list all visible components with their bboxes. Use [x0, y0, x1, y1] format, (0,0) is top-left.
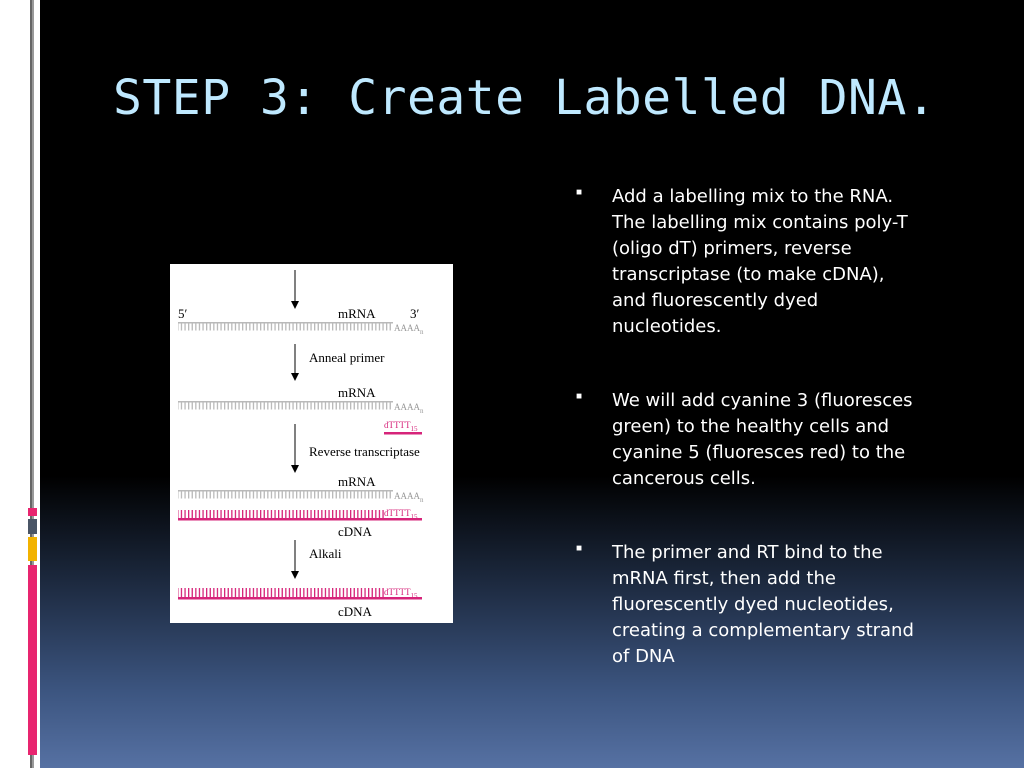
primer-strand — [384, 432, 422, 435]
five-prime-label: 5′ — [178, 306, 188, 321]
reverse-transcription-diagram: 5′ mRNA 3′ AAAAn Anneal primer mRNA AAAA… — [170, 264, 453, 623]
down-arrow-icon — [291, 344, 299, 381]
mrna-label: mRNA — [338, 474, 376, 489]
accent-bar-slate — [28, 519, 37, 534]
bullet-text: The primer and RT bind to the mRNA first… — [612, 542, 914, 667]
cdna-strand — [178, 588, 422, 600]
bullet-text: We will add cyanine 3 (fluoresces green)… — [612, 390, 913, 489]
oligo-dt-primer-label: dTTTT15 — [384, 420, 418, 433]
step-label-reverse-transcriptase: Reverse transcriptase — [309, 444, 420, 459]
square-bullet-icon: ■ — [576, 543, 583, 554]
mrna-strand — [178, 322, 393, 331]
polya-tail-label: AAAAn — [394, 402, 424, 415]
bullet-item: ■ Add a labelling mix to the RNA. The la… — [576, 184, 966, 340]
polya-tail-label: AAAAn — [394, 491, 424, 504]
cdna-label: cDNA — [338, 604, 373, 619]
down-arrow-icon — [291, 270, 299, 309]
square-bullet-icon: ■ — [576, 187, 583, 198]
bullet-item: ■ We will add cyanine 3 (fluoresces gree… — [576, 388, 966, 492]
oligo-dt-primer-label: dTTTT15 — [384, 508, 418, 521]
down-arrow-icon — [291, 424, 299, 473]
left-decorative-strip — [0, 0, 40, 768]
accent-bar-gold — [28, 537, 37, 561]
square-bullet-icon: ■ — [576, 391, 583, 402]
bullet-text: Add a labelling mix to the RNA. The labe… — [612, 186, 908, 337]
step-label-alkali: Alkali — [309, 546, 342, 561]
three-prime-label: 3′ — [410, 306, 420, 321]
bullet-list: ■ Add a labelling mix to the RNA. The la… — [576, 184, 966, 718]
accent-bar-pink — [28, 565, 37, 755]
bullet-item: ■ The primer and RT bind to the mRNA fir… — [576, 540, 966, 670]
mrna-strand — [178, 401, 393, 410]
mrna-label: mRNA — [338, 306, 376, 321]
cdna-strand — [178, 510, 422, 521]
cdna-label: cDNA — [338, 524, 373, 539]
polya-tail-label: AAAAn — [394, 323, 424, 336]
oligo-dt-primer-label: dTTTT15 — [384, 587, 418, 600]
accent-bar-pink-top — [28, 508, 37, 516]
slide-title: STEP 3: Create Labelled DNA. — [113, 70, 937, 126]
mrna-strand — [178, 490, 393, 499]
down-arrow-icon — [291, 540, 299, 579]
mrna-label: mRNA — [338, 385, 376, 400]
step-label-anneal-primer: Anneal primer — [309, 350, 385, 365]
